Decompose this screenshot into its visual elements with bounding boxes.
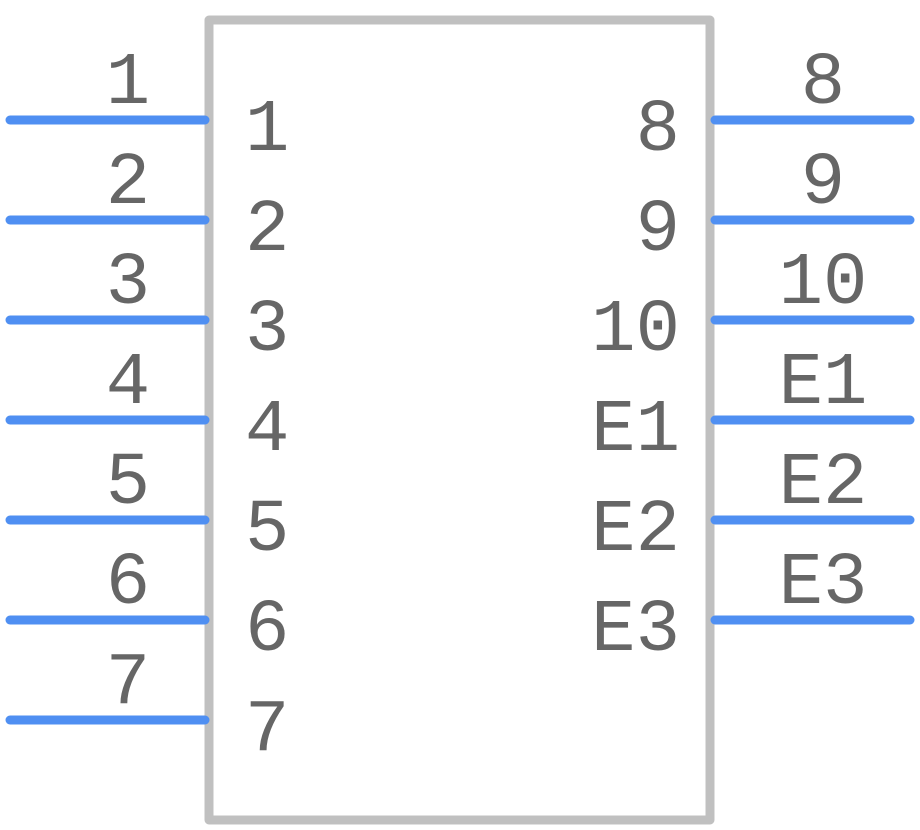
- right-pin-number-label: E1: [779, 342, 868, 426]
- left-pin-number-label: 1: [106, 42, 150, 126]
- right-pin-number-label: 9: [801, 142, 845, 226]
- left-pin-name-label: 7: [245, 689, 289, 773]
- left-pin-number-label: 4: [106, 342, 150, 426]
- right-pin-number-label: E2: [779, 442, 868, 526]
- right-pin-name-label: E1: [591, 389, 680, 473]
- right-pin-number-label: 8: [801, 42, 845, 126]
- right-pin-name-label: E3: [591, 589, 680, 673]
- right-pin-name-label: 8: [636, 89, 680, 173]
- right-pin-number-label: E3: [779, 542, 868, 626]
- left-pin-group: 1 1 2 2 3 3 4 4 5 5 6 6 7 7: [5, 42, 289, 773]
- left-pin-number-label: 6: [106, 542, 150, 626]
- left-pin-number-label: 3: [106, 242, 150, 326]
- right-pin-name-label: 9: [636, 189, 680, 273]
- left-pin-name-label: 5: [245, 489, 289, 573]
- left-pin-number-label: 2: [106, 142, 150, 226]
- left-pin-number-label: 5: [106, 442, 150, 526]
- right-pin-number-label: 10: [779, 242, 868, 326]
- left-pin-name-label: 6: [245, 589, 289, 673]
- left-pin-name-label: 1: [245, 89, 289, 173]
- left-pin-name-label: 4: [245, 389, 289, 473]
- left-pin-name-label: 2: [245, 189, 289, 273]
- right-pin-name-label: 10: [591, 289, 680, 373]
- left-pin-number-label: 7: [106, 642, 150, 726]
- left-pin-name-label: 3: [245, 289, 289, 373]
- right-pin-name-label: E2: [591, 489, 680, 573]
